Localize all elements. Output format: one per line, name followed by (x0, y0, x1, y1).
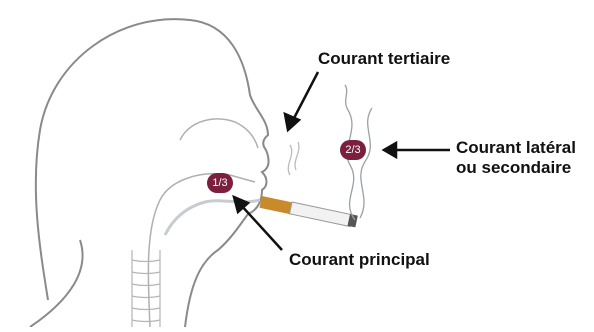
badge-1-3: 1/3 (207, 173, 233, 193)
label-courant-tertiaire: Courant tertiaire (318, 49, 450, 69)
cigarette (260, 196, 358, 227)
arrow-tertiary (292, 72, 318, 122)
airway-outline (148, 174, 255, 327)
badge-2-3: 2/3 (340, 140, 366, 160)
nasal-cavity (180, 119, 258, 148)
label-lateral-line2: ou secondaire (456, 158, 576, 178)
label-lateral-line1: Courant latéral (456, 138, 576, 158)
smoke-tertiary (288, 142, 299, 175)
head-outline (36, 19, 269, 327)
trachea (132, 250, 160, 327)
label-courant-principal: Courant principal (289, 250, 430, 270)
neck-outline (30, 240, 83, 327)
label-courant-lateral: Courant latéral ou secondaire (456, 138, 576, 177)
